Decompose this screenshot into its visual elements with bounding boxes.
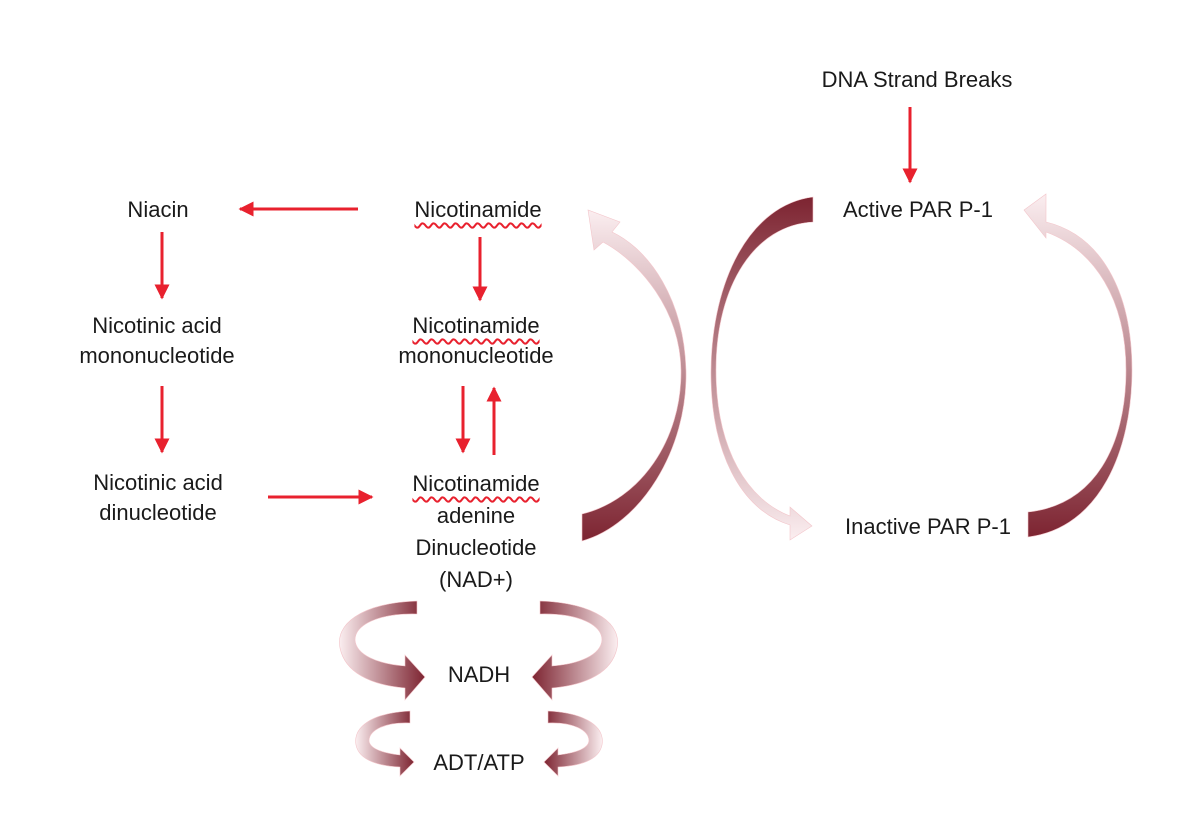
node-active-parp1: Active PAR P-1 (843, 195, 993, 225)
curved-arrow-nad-to-nicotinamide (581, 209, 687, 542)
node-adt-atp: ADT/ATP (433, 748, 524, 778)
curl-arrow-left-to-adt-atp (355, 710, 415, 777)
node-nadh: NADH (448, 660, 510, 690)
node-niacin: Niacin (127, 195, 188, 225)
curl-arrow-right-to-adt-atp (543, 710, 603, 777)
label-text: Niacin (127, 197, 189, 222)
label-text: Nicotinamide (414, 197, 542, 222)
label-line: (NAD+) (439, 567, 513, 592)
curl-arrow-left-to-nadh (339, 600, 426, 701)
label-line: Nicotinic acid (93, 470, 223, 495)
node-nicotinamide-mononucleotide: Nicotinamide mononucleotide (398, 311, 553, 371)
label-text: Inactive PAR P-1 (845, 514, 1011, 539)
label-text: ADT/ATP (433, 750, 525, 775)
label-text: NADH (447, 662, 511, 687)
label-line: Nicotinamide (412, 471, 540, 496)
curved-arrow-inactive-to-active-parp1 (1023, 193, 1133, 538)
curl-arrow-right-to-nadh (531, 600, 618, 701)
node-nicotinic-acid-dinucleotide: Nicotinic acid dinucleotide (93, 468, 223, 528)
node-nicotinamide: Nicotinamide (414, 195, 541, 225)
label-line: adenine (436, 503, 516, 528)
label-line: mononucleotide (79, 343, 235, 368)
label-line: Nicotinic acid (92, 313, 222, 338)
label-line: dinucleotide (99, 500, 217, 525)
node-nicotinic-acid-mononucleotide: Nicotinic acid mononucleotide (79, 311, 234, 371)
label-text: DNA Strand Breaks (821, 67, 1013, 92)
node-inactive-parp1: Inactive PAR P-1 (845, 512, 1011, 542)
label-text: Active PAR P-1 (843, 197, 993, 222)
label-line: Dinucleotide (415, 535, 537, 560)
node-dna-strand-breaks: DNA Strand Breaks (822, 65, 1013, 95)
curved-arrow-active-to-inactive-parp1 (710, 196, 814, 541)
node-nad: Nicotinamide adenine Dinucleotide (NAD+) (412, 468, 539, 596)
label-line: Nicotinamide (412, 313, 540, 338)
label-line: mononucleotide (398, 343, 554, 368)
